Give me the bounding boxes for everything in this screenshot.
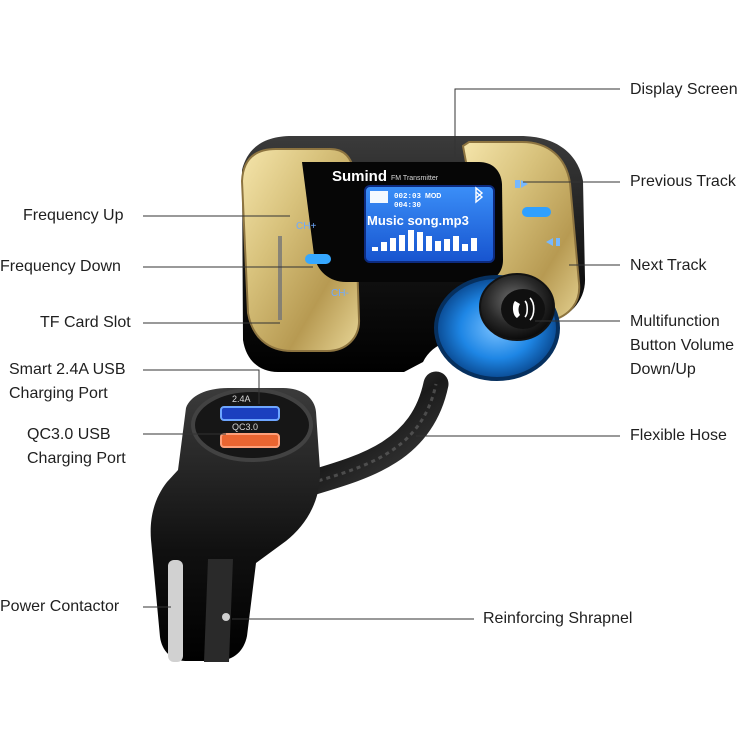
display-screen bbox=[364, 185, 495, 263]
tf-card-slot-label: TF Card Slot bbox=[40, 314, 131, 331]
frequency-down-button[interactable] bbox=[305, 254, 331, 264]
smart-usb-leader bbox=[143, 369, 260, 404]
equalizer-bar bbox=[444, 239, 450, 251]
previous-track-button[interactable] bbox=[522, 207, 551, 217]
reinforcing-shrapnel bbox=[204, 559, 233, 662]
usb-port-qc3[interactable] bbox=[220, 433, 280, 448]
flexible-hose-label: Flexible Hose bbox=[630, 427, 727, 444]
screen-time-1: 002:03 bbox=[394, 193, 422, 201]
qc-usb-port-label: QC3.0 USB Charging Port bbox=[27, 423, 126, 471]
screen-media-icon bbox=[370, 191, 388, 203]
smart-usb-line-2: Charging Port bbox=[9, 385, 108, 402]
multifunction-line-1: Multifunction bbox=[630, 313, 720, 330]
product-type: FM Transmitter bbox=[391, 175, 439, 182]
multifunction-knob-center[interactable] bbox=[501, 289, 545, 329]
call-waves-icon bbox=[524, 297, 535, 321]
screen-time-2: 004:30 bbox=[394, 202, 422, 210]
usb-port-bottom-label: QC3.0 bbox=[232, 422, 258, 432]
frequency-up-label: Frequency Up bbox=[23, 207, 124, 224]
equalizer-bar bbox=[417, 232, 423, 251]
power-contactor bbox=[168, 560, 183, 662]
multifunction-button-label: Multifunction Button Volume Down/Up bbox=[630, 310, 734, 382]
usb-port-2-4a[interactable] bbox=[220, 406, 280, 421]
equalizer-bar bbox=[408, 230, 414, 251]
multifunction-line-3: Down/Up bbox=[630, 361, 696, 378]
smart-usb-port-label: Smart 2.4A USB Charging Port bbox=[9, 358, 126, 406]
next-track-icon bbox=[546, 238, 560, 246]
equalizer-bar bbox=[399, 235, 405, 251]
multifunction-line-2: Button Volume bbox=[630, 337, 735, 354]
previous-track-icon bbox=[515, 180, 528, 188]
bluetooth-icon bbox=[475, 186, 484, 204]
reinforcing-shrapnel-label: Reinforcing Shrapnel bbox=[483, 610, 633, 627]
equalizer-bar bbox=[372, 247, 378, 251]
next-track-label: Next Track bbox=[630, 257, 707, 274]
phone-icon bbox=[512, 301, 520, 318]
previous-track-label: Previous Track bbox=[630, 173, 736, 190]
qc-usb-line-2: Charging Port bbox=[27, 450, 126, 467]
display-screen-leader bbox=[454, 88, 620, 160]
screen-equalizer bbox=[372, 230, 477, 251]
equalizer-bar bbox=[471, 238, 477, 251]
equalizer-bar bbox=[381, 242, 387, 251]
equalizer-bar bbox=[426, 236, 432, 251]
equalizer-bar bbox=[435, 241, 441, 251]
screen-song-text: Music song.mp3 bbox=[367, 213, 469, 228]
smart-usb-line-1: Smart 2.4A USB bbox=[9, 361, 126, 378]
shrapnel-rivet bbox=[222, 613, 230, 621]
usb-port-top-label: 2.4A bbox=[232, 394, 251, 404]
equalizer-bar bbox=[390, 238, 396, 251]
qc-usb-line-1: QC3.0 USB bbox=[27, 426, 111, 443]
screen-mode: MOD bbox=[425, 193, 441, 200]
ch-plus-label: CH+ bbox=[296, 221, 316, 232]
brand-name: Sumind bbox=[332, 168, 387, 185]
callout-lines bbox=[143, 88, 620, 620]
display-screen-label: Display Screen bbox=[630, 81, 738, 98]
power-contactor-label: Power Contactor bbox=[0, 598, 120, 615]
equalizer-bar bbox=[462, 244, 468, 251]
frequency-down-label: Frequency Down bbox=[0, 258, 121, 275]
ch-minus-label: CH- bbox=[331, 288, 349, 299]
equalizer-bar bbox=[453, 236, 459, 251]
